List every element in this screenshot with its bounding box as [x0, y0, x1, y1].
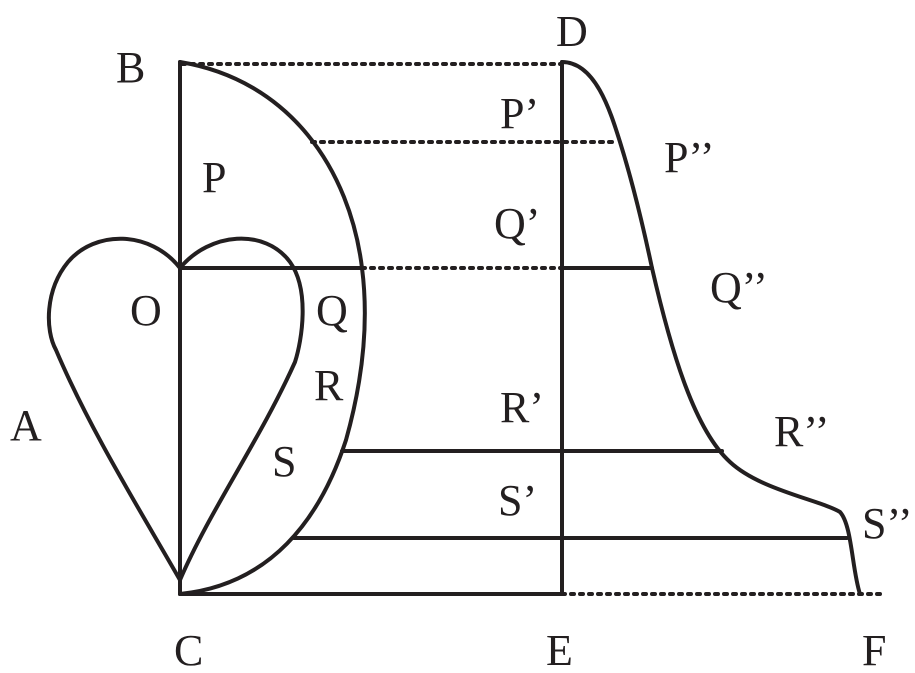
- label-s: S: [272, 437, 296, 486]
- label-p: P: [202, 153, 226, 202]
- label-p-double-prime: P’’: [664, 133, 715, 182]
- profile-curve-b-c: [178, 60, 367, 596]
- label-d: D: [556, 7, 588, 56]
- label-p-prime: P’: [500, 89, 539, 138]
- label-e: E: [546, 626, 573, 673]
- label-a: A: [10, 401, 42, 450]
- label-f: F: [862, 626, 886, 673]
- label-q: Q: [316, 286, 348, 335]
- label-q-double-prime: Q’’: [710, 263, 768, 312]
- label-q-prime: Q’: [494, 199, 540, 248]
- label-s-prime: S’: [498, 476, 537, 525]
- label-c: C: [174, 626, 203, 673]
- developed-curve-d-f: [560, 60, 862, 596]
- heart-section-left-lobe: [46, 236, 182, 582]
- label-o: O: [130, 286, 162, 335]
- label-r-prime: R’: [500, 383, 544, 432]
- label-b: B: [116, 43, 145, 92]
- label-r: R: [314, 361, 344, 410]
- label-s-double-prime: S’’: [862, 499, 913, 548]
- label-r-double-prime: R’’: [774, 407, 829, 456]
- heart-section-right-lobe: [178, 236, 305, 582]
